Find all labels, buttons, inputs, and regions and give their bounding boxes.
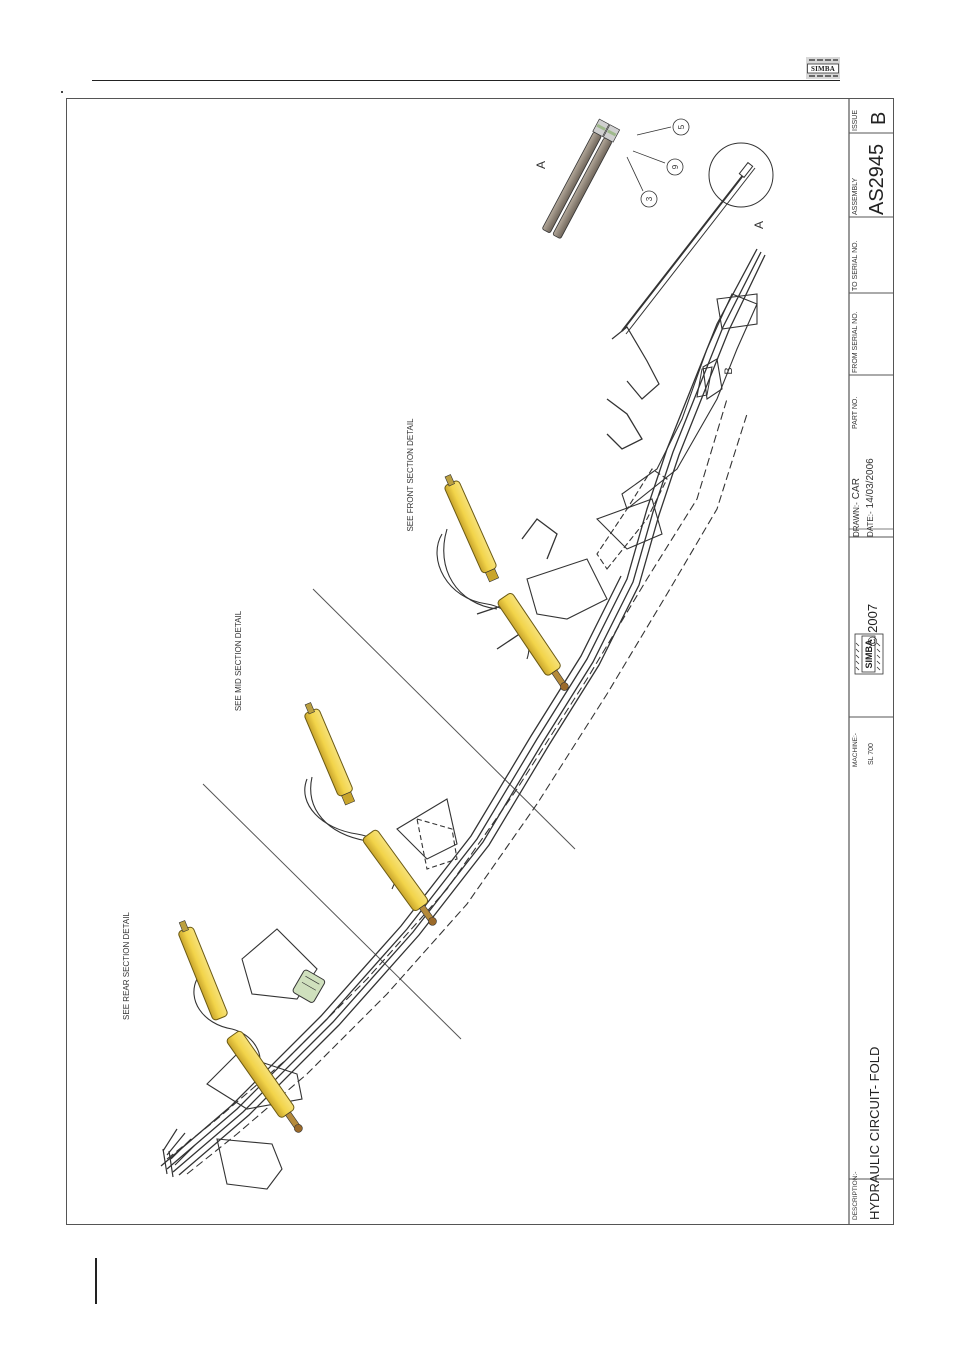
hose-loops: [194, 529, 529, 1074]
copyright: © 2007: [865, 604, 880, 646]
cylinder-mid-lower: [362, 829, 442, 930]
label-detail-a-ref: A: [752, 221, 766, 229]
detail-a-fitting-small: [739, 163, 752, 178]
description-value: HYDRAULIC CIRCUIT- FOLD: [867, 1047, 882, 1220]
cylinder-rear-lower: [226, 1030, 308, 1137]
to-serial-label: TO SERIAL NO.: [852, 240, 859, 291]
drawn-label-text: DRAWN:-: [852, 502, 861, 537]
date-value: 14/03/2006: [865, 458, 876, 508]
pipe-to-detail-a: [622, 165, 755, 334]
assembly-label: ASSEMBLY: [852, 177, 859, 215]
cylinder-mid-upper: [301, 701, 358, 807]
balloon-9: 9: [667, 159, 683, 175]
balloon-5: 5: [673, 119, 689, 135]
note-rear-section: SEE REAR SECTION DETAIL: [122, 912, 131, 1020]
description-label: DESCRIPTION:-: [852, 1172, 859, 1220]
issue-value: B: [868, 112, 890, 125]
balloon-3: 3: [641, 191, 657, 207]
margin-bar: [95, 1258, 97, 1304]
drawn-label: DRAWN:- CAR: [851, 478, 862, 537]
label-detail-a-view: A: [534, 161, 548, 169]
assembly-value: AS2945: [866, 144, 888, 215]
drawn-value: CAR: [851, 478, 862, 499]
date-label: DATE:- 14/03/2006: [865, 458, 876, 537]
note-front-section: SEE FRONT SECTION DETAIL: [406, 418, 415, 532]
label-detail-b: B: [723, 367, 735, 374]
part-no-label: PART NO.: [852, 397, 859, 429]
note-mid-section: SEE MID SECTION DETAIL: [234, 610, 243, 711]
issue-label: ISSUE: [852, 110, 859, 131]
detail-a-view: 5 9 3 A: [534, 119, 689, 239]
header-rule: [92, 80, 840, 81]
page-mark: [61, 91, 63, 93]
title-block: DESCRIPTION:- HYDRAULIC CIRCUIT- FOLD MA…: [849, 99, 893, 1224]
from-serial-label: FROM SERIAL NO.: [852, 311, 859, 373]
hydraulic-drawing: SEE FRONT SECTION DETAIL SEE MID SECTION…: [67, 99, 893, 1224]
cylinder-front-upper: [440, 472, 501, 583]
balloon-9-text: 9: [671, 164, 680, 169]
cylinder-rear-upper: [175, 919, 229, 1021]
simba-logo: SIMBA: [806, 57, 840, 79]
drawing-sheet: SEE FRONT SECTION DETAIL SEE MID SECTION…: [66, 98, 894, 1225]
hose-bundle: [161, 249, 765, 1175]
balloon-3-text: 3: [645, 196, 654, 201]
date-label-text: DATE:-: [866, 511, 875, 537]
logo-text: SIMBA: [811, 65, 835, 73]
balloon-5-text: 5: [677, 124, 686, 129]
machine-value: SL 700: [868, 743, 875, 765]
rear-hose-ends: [163, 1129, 195, 1177]
machine-label: MACHINE:-: [852, 733, 859, 767]
